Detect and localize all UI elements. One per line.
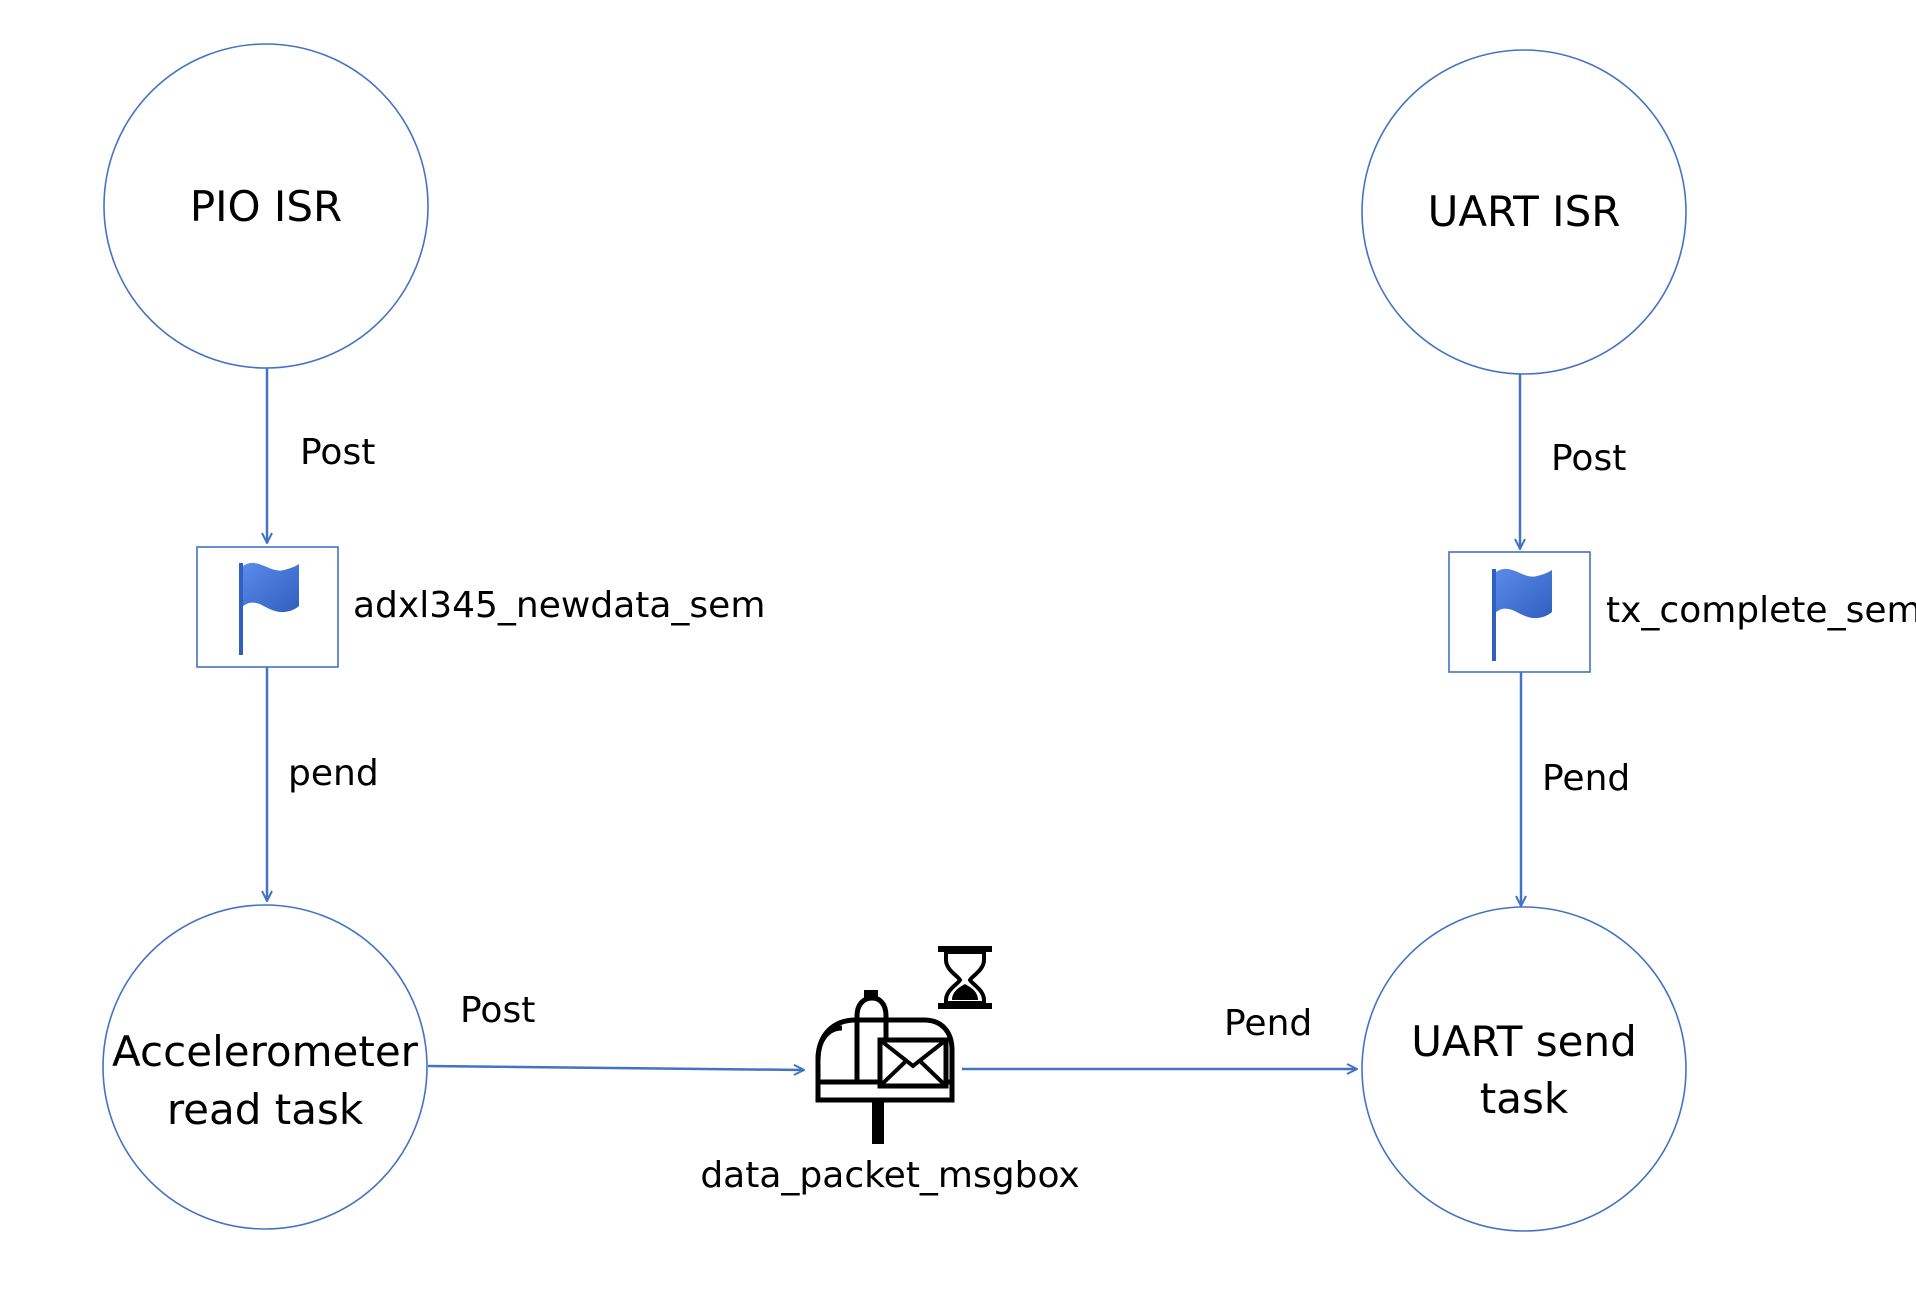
flag-icon [1492, 568, 1552, 661]
hourglass-icon [938, 946, 992, 1009]
flag-icon [239, 562, 299, 655]
uart-send-task-node: UART send task [1361, 906, 1687, 1232]
adxl-semaphore-label: adxl345_newdata_sem [353, 585, 765, 626]
uart-send-task-label-line1: UART send [1411, 1017, 1637, 1066]
tx-semaphore [1448, 551, 1591, 673]
edge-label-accel-pend: pend [288, 753, 379, 794]
accelerometer-task-label-line1: Accelerometer [112, 1027, 419, 1076]
accelerometer-task-node: Accelerometer read task [102, 904, 428, 1230]
mailbox-icon [815, 990, 955, 1144]
edge-label-uart-send-pend: Pend [1542, 758, 1630, 799]
uart-send-task-label-line2: task [1480, 1074, 1569, 1123]
uart-isr-label: UART ISR [1428, 187, 1621, 236]
tx-semaphore-label: tx_complete_sem [1606, 590, 1916, 631]
edge-label-mailbox-pend: Pend [1224, 1003, 1312, 1044]
edge-label-uart-post: Post [1551, 438, 1626, 479]
accelerometer-task-label-line2: read task [167, 1085, 364, 1134]
uart-isr-node: UART ISR [1361, 49, 1687, 375]
mailbox-label: data_packet_msgbox [700, 1155, 1079, 1196]
edge-label-pio-post: Post [300, 432, 375, 473]
adxl-semaphore [196, 546, 339, 668]
edge-label-mailbox-post: Post [460, 990, 535, 1031]
arrow-accel-task-to-mailbox [427, 1066, 804, 1070]
pio-isr-node: PIO ISR [103, 43, 429, 369]
pio-isr-label: PIO ISR [190, 182, 342, 231]
